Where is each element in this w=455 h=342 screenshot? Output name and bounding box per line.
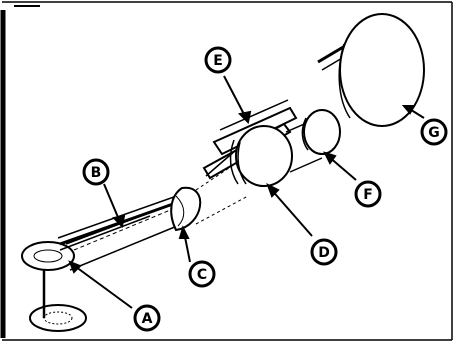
callout-d-circle	[310, 238, 338, 266]
component-d-body	[235, 125, 293, 187]
leader-a	[71, 263, 133, 309]
callout-b-label: B	[91, 165, 102, 181]
callout-a-circle	[133, 304, 161, 332]
component-c	[170, 186, 202, 232]
leader-f-arrow	[323, 151, 337, 165]
callout-e: E	[204, 46, 232, 74]
callout-g: G	[420, 118, 448, 146]
component-g-edge	[338, 43, 351, 119]
beam-a-c-mid	[73, 205, 181, 251]
leader-e-arrow	[237, 110, 252, 125]
component-b-rod-edge3	[59, 215, 151, 251]
leader-c-arrow	[178, 225, 190, 239]
leaders	[68, 75, 425, 309]
callout-e-circle	[204, 46, 232, 74]
leader-d	[269, 187, 313, 237]
component-b	[57, 191, 191, 251]
callout-f: F	[354, 180, 382, 208]
component-a-disc	[21, 241, 75, 271]
callout-g-circle	[420, 118, 448, 146]
leader-b	[103, 183, 121, 223]
callout-d: D	[310, 238, 338, 266]
callout-e-label: E	[213, 53, 223, 69]
component-d	[229, 125, 293, 187]
component-d-edge	[237, 141, 247, 185]
leader-e	[223, 75, 247, 119]
leader-g-arrow	[401, 105, 416, 115]
callouts: A B C D E F G	[82, 46, 448, 332]
component-a-base	[29, 304, 87, 332]
component-f-edge	[301, 117, 309, 151]
component-a	[21, 241, 87, 332]
component-d-edge2	[229, 139, 239, 185]
callout-c-circle	[188, 260, 216, 288]
leader-a-arrow	[68, 260, 82, 274]
callout-d-label: D	[318, 245, 330, 261]
callout-a: A	[133, 304, 161, 332]
component-f	[301, 109, 341, 155]
callout-a-label: A	[142, 311, 153, 327]
component-e-edge	[219, 99, 289, 131]
component-a-disc-inner	[33, 249, 63, 263]
component-b-rod-edge	[59, 196, 191, 246]
component-b-rod-edge2	[57, 191, 189, 239]
callout-b-circle	[82, 158, 110, 186]
component-f-lens	[303, 109, 341, 155]
callout-f-circle	[354, 180, 382, 208]
beam-a-c-bottom	[69, 223, 183, 271]
callout-f-label: F	[363, 187, 373, 203]
callout-c: C	[188, 260, 216, 288]
component-c-lens-edge	[175, 195, 185, 227]
leader-b-arrow	[111, 214, 126, 229]
component-g	[317, 13, 425, 127]
beam-c-d-bottom	[195, 195, 249, 225]
callout-g-label: G	[428, 125, 440, 141]
leader-d-arrow	[266, 182, 280, 198]
callout-c-label: C	[197, 267, 207, 283]
callout-b: B	[82, 158, 110, 186]
beam-d-f-bottom	[289, 157, 323, 173]
